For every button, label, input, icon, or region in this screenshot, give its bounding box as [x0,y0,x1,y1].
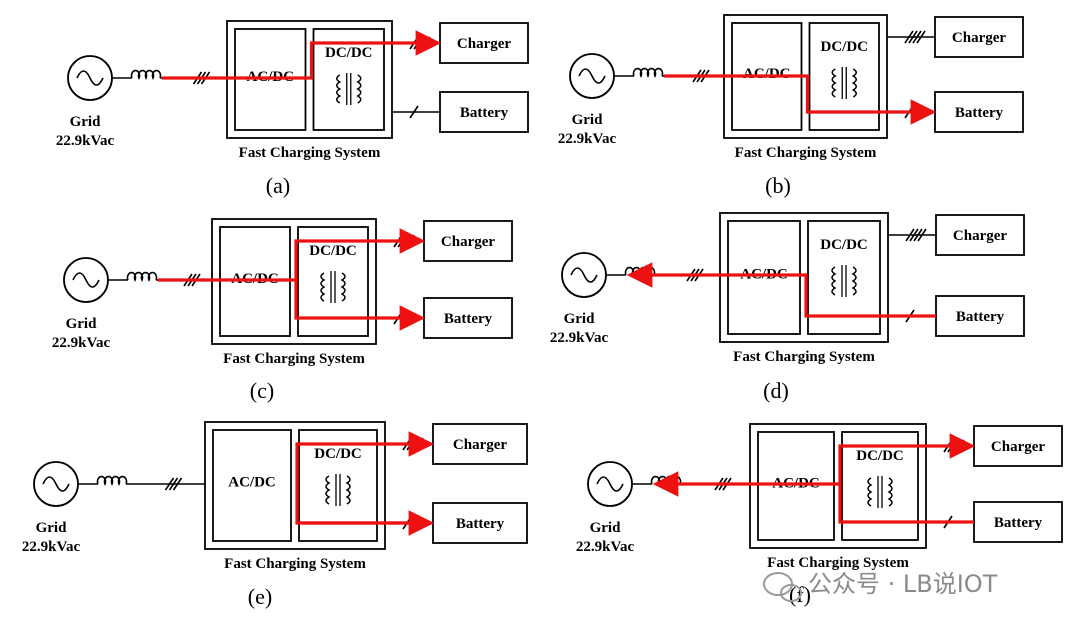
dc-dc-label: DC/DC [821,39,869,55]
dc-dc-converter-box [297,226,369,337]
system-label: Fast Charging System [239,145,381,161]
grid-label: Grid [564,311,595,327]
grid-label: Grid [70,114,101,130]
battery-label: Battery [444,311,493,327]
panel-e: AC/DC DC/DC Fast Charging System Grid 22.9kV… [22,421,528,609]
inductor-icon [126,271,158,282]
grid-label: Grid [590,520,621,536]
grid-label: Grid [572,112,603,128]
panel-caption: (c) [250,378,274,403]
watermark-text: 公众号 · LB说IOT [808,570,998,598]
panel-caption: (a) [266,173,290,198]
ac-dc-converter-box [727,220,801,335]
battery-label: Battery [994,515,1043,531]
watermark-logo-icon [763,572,802,602]
ac-source-icon [587,461,633,507]
transformer-icon [320,271,346,303]
ac-source-icon [569,53,615,99]
system-label: Fast Charging System [767,555,909,571]
battery-label: Battery [456,516,505,532]
dc-dc-converter-box [841,431,919,541]
system-label: Fast Charging System [223,351,365,367]
system-label: Fast Charging System [735,145,877,161]
system-label: Fast Charging System [224,556,366,572]
charger-label: Charger [441,234,495,250]
fast-charging-system-box [749,423,927,549]
inductor-icon [96,475,128,486]
panel-b: AC/DC DC/DC Fast Charging System Grid 22.9kV… [558,14,1024,198]
wire-count-mark [904,30,926,44]
ac-source-icon [561,252,607,298]
transformer-icon [831,67,857,99]
transformer-icon [867,476,893,508]
grid-voltage-label: 22.9kVac [576,539,635,555]
grid-voltage-label: 22.9kVac [22,539,81,555]
transformer-icon [336,73,362,105]
charger-label: Charger [953,228,1007,244]
ac-source-icon [67,55,113,101]
wire-count-mark [164,477,183,491]
wire-count-mark [905,228,927,242]
power-flow-arrow [162,30,442,80]
power-flow-arrow [652,471,974,524]
charger-label: Charger [952,30,1006,46]
dc-dc-converter-box [808,22,880,131]
grid-label: Grid [36,520,67,536]
grid-voltage-label: 22.9kVac [558,131,617,147]
dc-dc-converter-box [298,429,378,542]
system-label: Fast Charging System [733,349,875,365]
grid-voltage-label: 22.9kVac [52,335,111,351]
battery-label: Battery [955,105,1004,121]
dc-dc-label: DC/DC [820,237,868,253]
power-flow-arrow [664,74,937,125]
ac-dc-converter-box [212,429,292,542]
inductor-icon [130,69,162,80]
power-flow-arrow [838,433,976,484]
fast-charging-system-box [204,421,386,550]
power-flow-arrow [626,262,936,318]
transformer-icon [831,265,857,297]
charger-label: Charger [457,36,511,52]
panel-caption: (d) [763,378,789,403]
dc-dc-label: DC/DC [314,446,362,462]
power-flow-arrow [294,280,426,331]
dc-dc-label: DC/DC [309,243,357,259]
ac-dc-converter-box [757,431,835,541]
battery-label: Battery [956,309,1005,325]
fast-charging-system-box [719,212,889,343]
charger-label: Charger [453,437,507,453]
panel-caption: (b) [765,173,791,198]
wire-count-mark [409,105,419,119]
charger-label: Charger [991,439,1045,455]
ac-source-icon [63,257,109,303]
grid-label: Grid [66,316,97,332]
ac-dc-label: AC/DC [743,66,791,82]
panel-caption: (e) [248,584,272,609]
ac-source-icon [33,461,79,507]
power-flow-arrow [158,228,426,282]
ac-dc-label: AC/DC [228,475,276,491]
transformer-icon [325,474,351,506]
dc-dc-converter-box [807,220,881,335]
dc-dc-label: DC/DC [856,448,904,464]
grid-voltage-label: 22.9kVac [550,330,609,346]
dc-dc-label: DC/DC [325,45,373,61]
dc-dc-converter-box [312,28,385,131]
battery-label: Battery [460,105,509,121]
inductor-icon [632,67,664,78]
grid-voltage-label: 22.9kVac [56,133,115,149]
